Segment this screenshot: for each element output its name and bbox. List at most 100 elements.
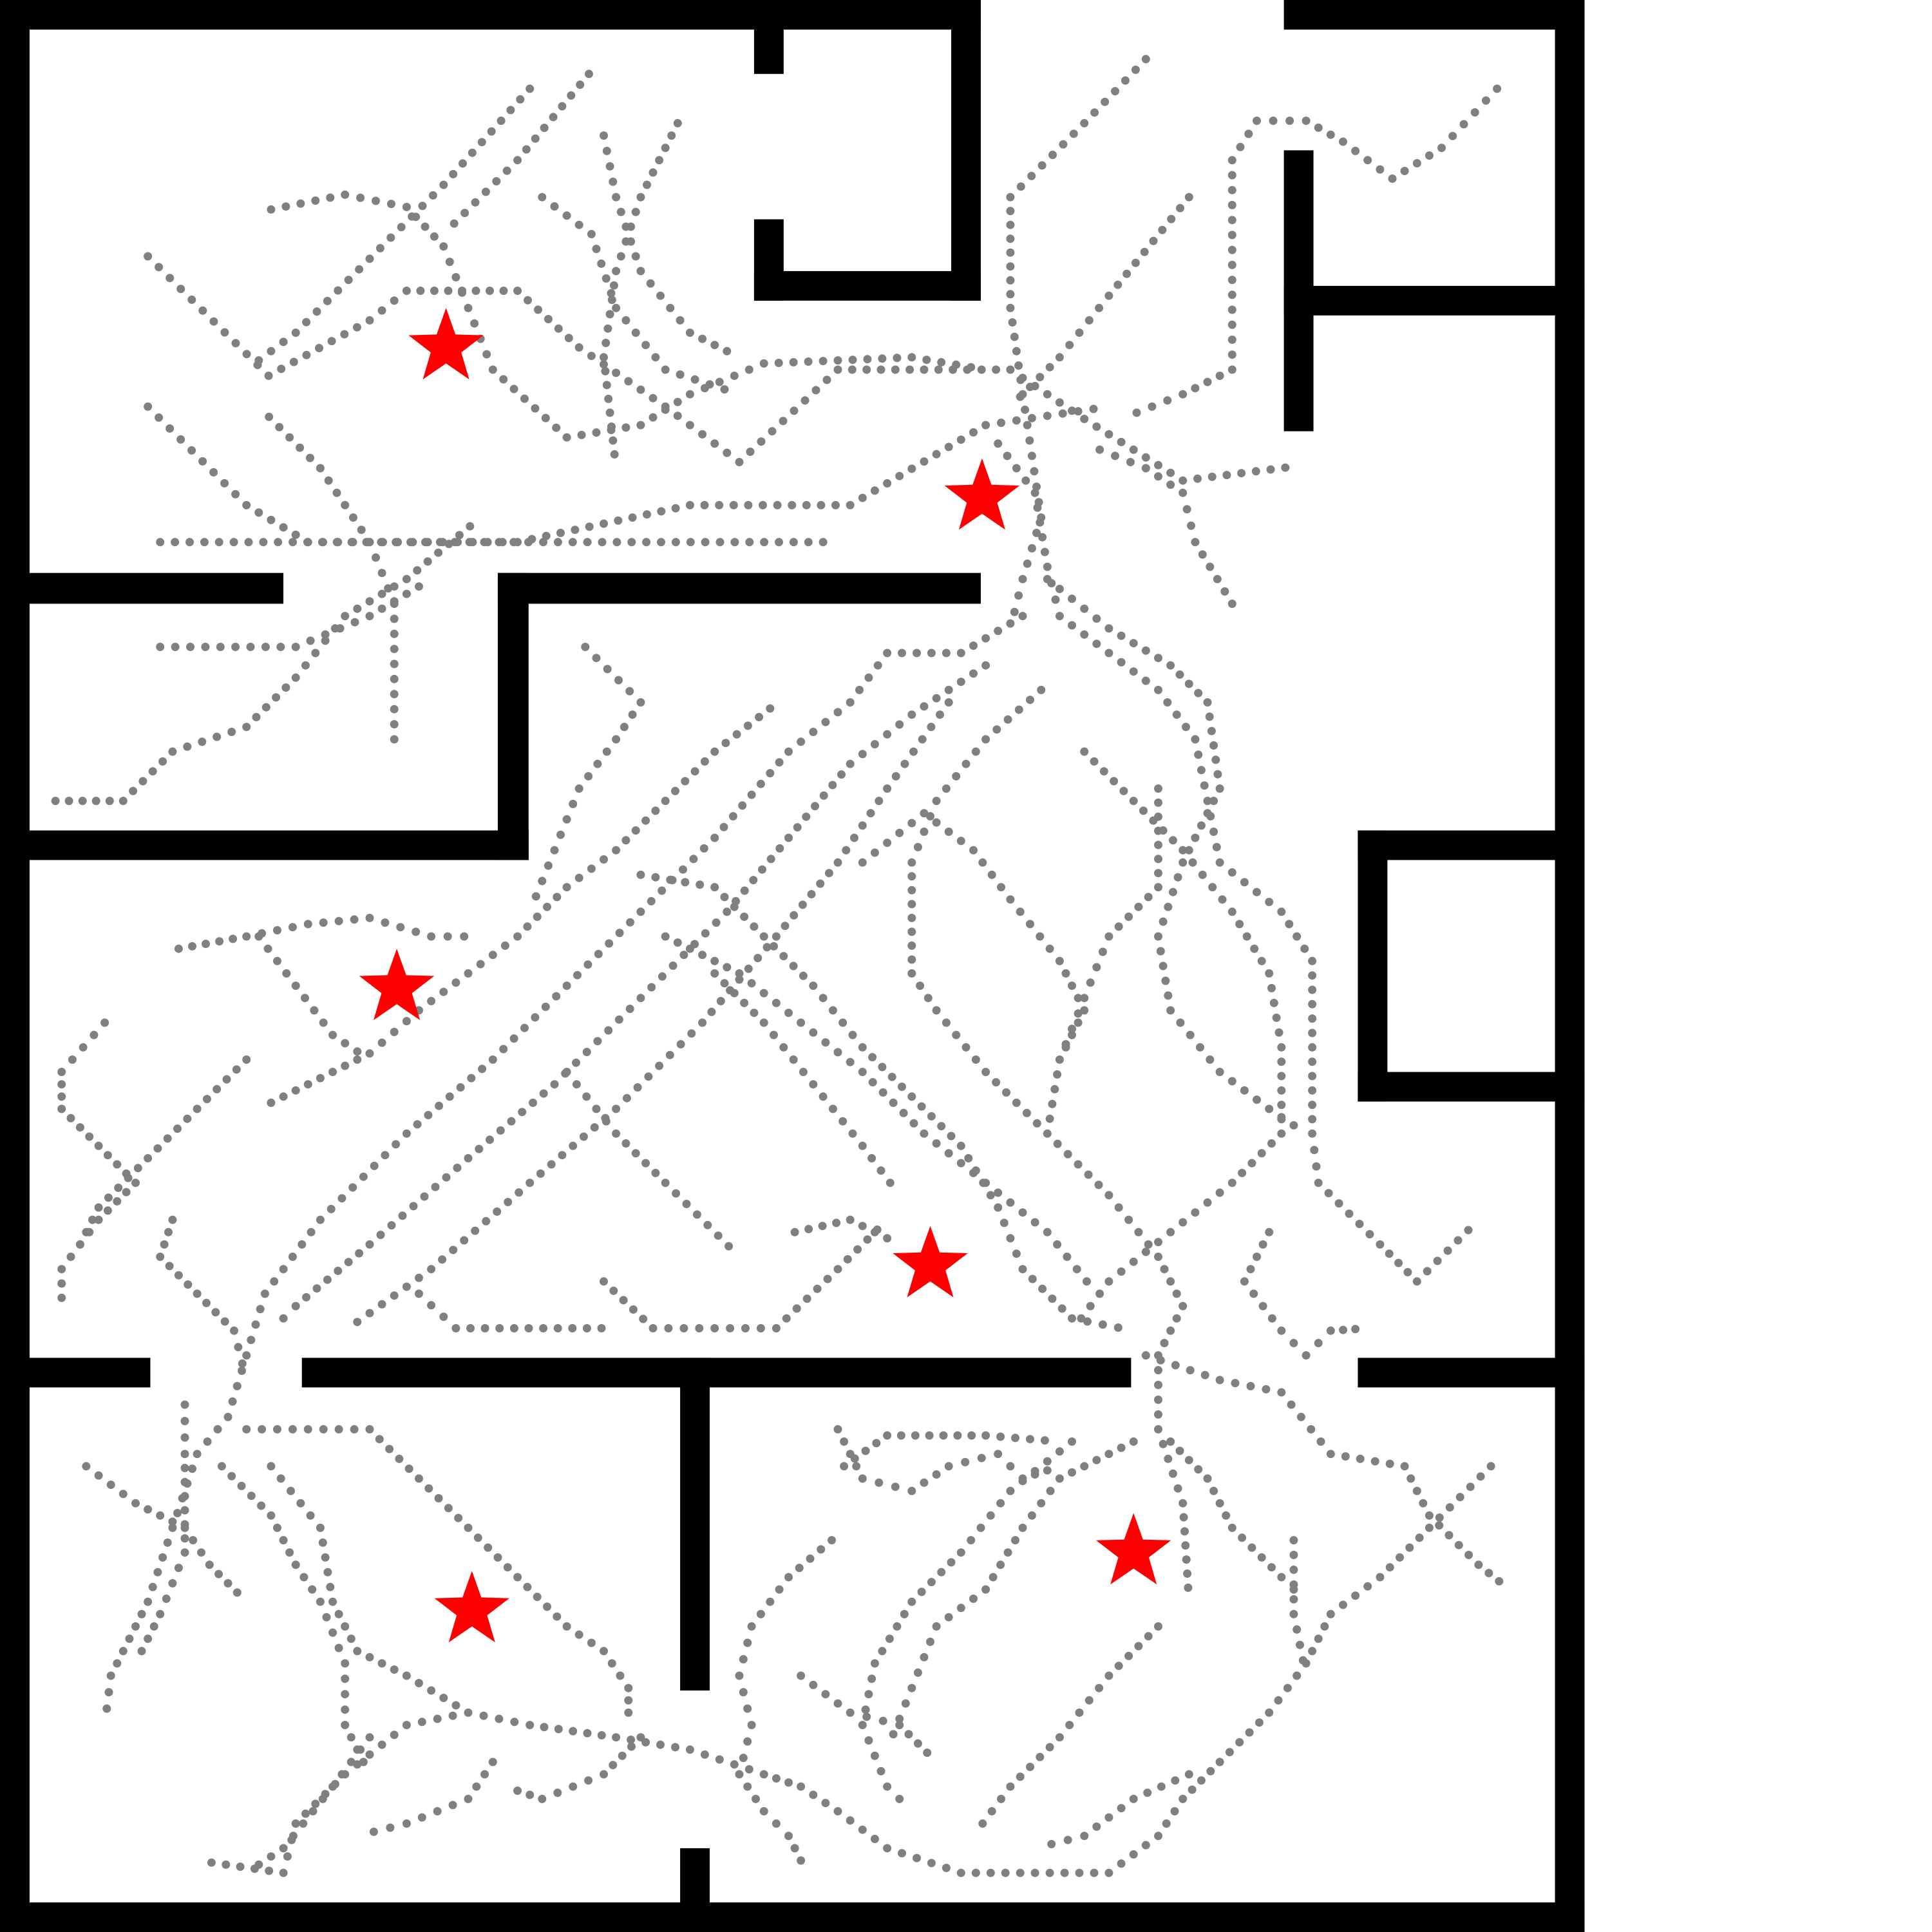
dot-icon	[870, 1227, 879, 1236]
dot-icon	[223, 1579, 232, 1587]
dot-icon	[365, 254, 374, 263]
dot-icon	[1101, 97, 1110, 106]
dot-icon	[1083, 1317, 1092, 1326]
dot-icon	[1154, 1253, 1162, 1261]
dot-icon	[1043, 1457, 1052, 1466]
dot-icon	[171, 643, 180, 651]
dot-icon	[427, 997, 436, 1005]
dot-icon	[475, 1144, 484, 1153]
dot-icon	[365, 316, 374, 325]
dot-icon	[1124, 1215, 1133, 1224]
dot-icon	[1036, 932, 1045, 941]
dot-icon	[94, 1215, 103, 1224]
dot-icon	[833, 1699, 842, 1708]
dot-icon	[377, 1659, 386, 1668]
dot-icon	[1080, 415, 1089, 423]
dot-icon	[1314, 1634, 1323, 1643]
dot-icon	[1014, 705, 1023, 714]
dot-icon	[381, 918, 390, 927]
dot-icon	[661, 932, 670, 941]
dot-icon	[1086, 1302, 1095, 1311]
dot-icon	[643, 180, 651, 189]
dot-icon	[672, 1189, 681, 1198]
dot-icon	[1175, 1446, 1184, 1455]
dot-icon	[184, 1280, 193, 1289]
dot-icon	[326, 193, 335, 202]
dot-icon	[932, 694, 941, 703]
dot-icon	[967, 363, 976, 372]
dot-icon	[168, 1523, 177, 1532]
dot-icon	[710, 1324, 719, 1332]
dot-icon	[1227, 171, 1236, 180]
dot-icon	[488, 1055, 497, 1064]
dot-icon	[1289, 1536, 1298, 1545]
dot-icon	[883, 730, 892, 739]
dot-icon	[969, 1168, 978, 1177]
dot-icon	[981, 1068, 990, 1076]
star-icon	[893, 1226, 968, 1298]
dot-icon	[922, 355, 931, 365]
dot-icon	[636, 385, 645, 394]
dot-icon	[1385, 1249, 1394, 1258]
dot-icon	[610, 450, 619, 459]
dot-icon	[1236, 142, 1245, 151]
dot-icon	[895, 471, 904, 480]
dot-icon	[1363, 1582, 1372, 1591]
dot-icon	[365, 1425, 374, 1434]
wall-segment	[951, 0, 981, 301]
dot-icon	[723, 963, 732, 972]
dot-icon	[698, 334, 707, 343]
star-icon	[359, 949, 435, 1020]
dot-icon	[242, 932, 251, 941]
dot-icon	[451, 978, 460, 987]
dot-icon	[1043, 574, 1052, 583]
dot-icon	[543, 1602, 551, 1611]
dot-icon	[756, 779, 765, 788]
dot-icon	[444, 1504, 453, 1513]
dot-icon	[883, 1844, 892, 1853]
dot-icon	[334, 1643, 343, 1653]
dot-icon	[1111, 87, 1119, 96]
dot-icon	[78, 797, 87, 806]
dot-icon	[907, 927, 916, 936]
dot-icon	[1028, 1274, 1037, 1283]
dot-icon	[969, 1595, 978, 1603]
dot-icon	[1043, 562, 1052, 571]
dot-icon	[1080, 630, 1089, 639]
dot-icon	[795, 1564, 804, 1573]
dot-icon	[341, 1705, 350, 1714]
dot-icon	[828, 1006, 837, 1015]
dot-icon	[1448, 131, 1457, 140]
dot-icon	[1043, 1129, 1052, 1138]
dot-icon	[540, 124, 549, 132]
dot-icon	[149, 1622, 158, 1631]
dot-icon	[1495, 1577, 1504, 1586]
dot-icon	[1308, 971, 1317, 980]
dot-icon	[779, 952, 788, 961]
dot-icon	[574, 1630, 583, 1639]
dot-icon	[833, 1265, 842, 1274]
dot-icon	[193, 1104, 202, 1113]
dot-icon	[1208, 883, 1217, 892]
dot-icon	[180, 1520, 189, 1529]
dot-icon	[520, 394, 529, 403]
dot-icon	[1247, 1159, 1256, 1168]
dot-icon	[649, 1324, 658, 1332]
dot-icon	[518, 1108, 527, 1117]
dot-icon	[456, 1083, 465, 1092]
dot-icon	[417, 1718, 426, 1727]
dot-icon	[316, 1215, 325, 1224]
dot-icon	[1179, 858, 1188, 867]
dot-icon	[846, 1708, 855, 1717]
dot-icon	[180, 1477, 189, 1486]
dot-icon	[277, 365, 286, 374]
dot-icon	[1037, 161, 1046, 170]
dot-icon	[937, 1122, 946, 1131]
dot-icon	[164, 1227, 173, 1236]
dot-icon	[1339, 1325, 1347, 1334]
dot-icon	[57, 1080, 66, 1089]
dot-icon	[1283, 1683, 1292, 1692]
dot-icon	[1244, 129, 1253, 138]
dot-icon	[185, 538, 194, 547]
dot-icon	[1163, 698, 1172, 707]
